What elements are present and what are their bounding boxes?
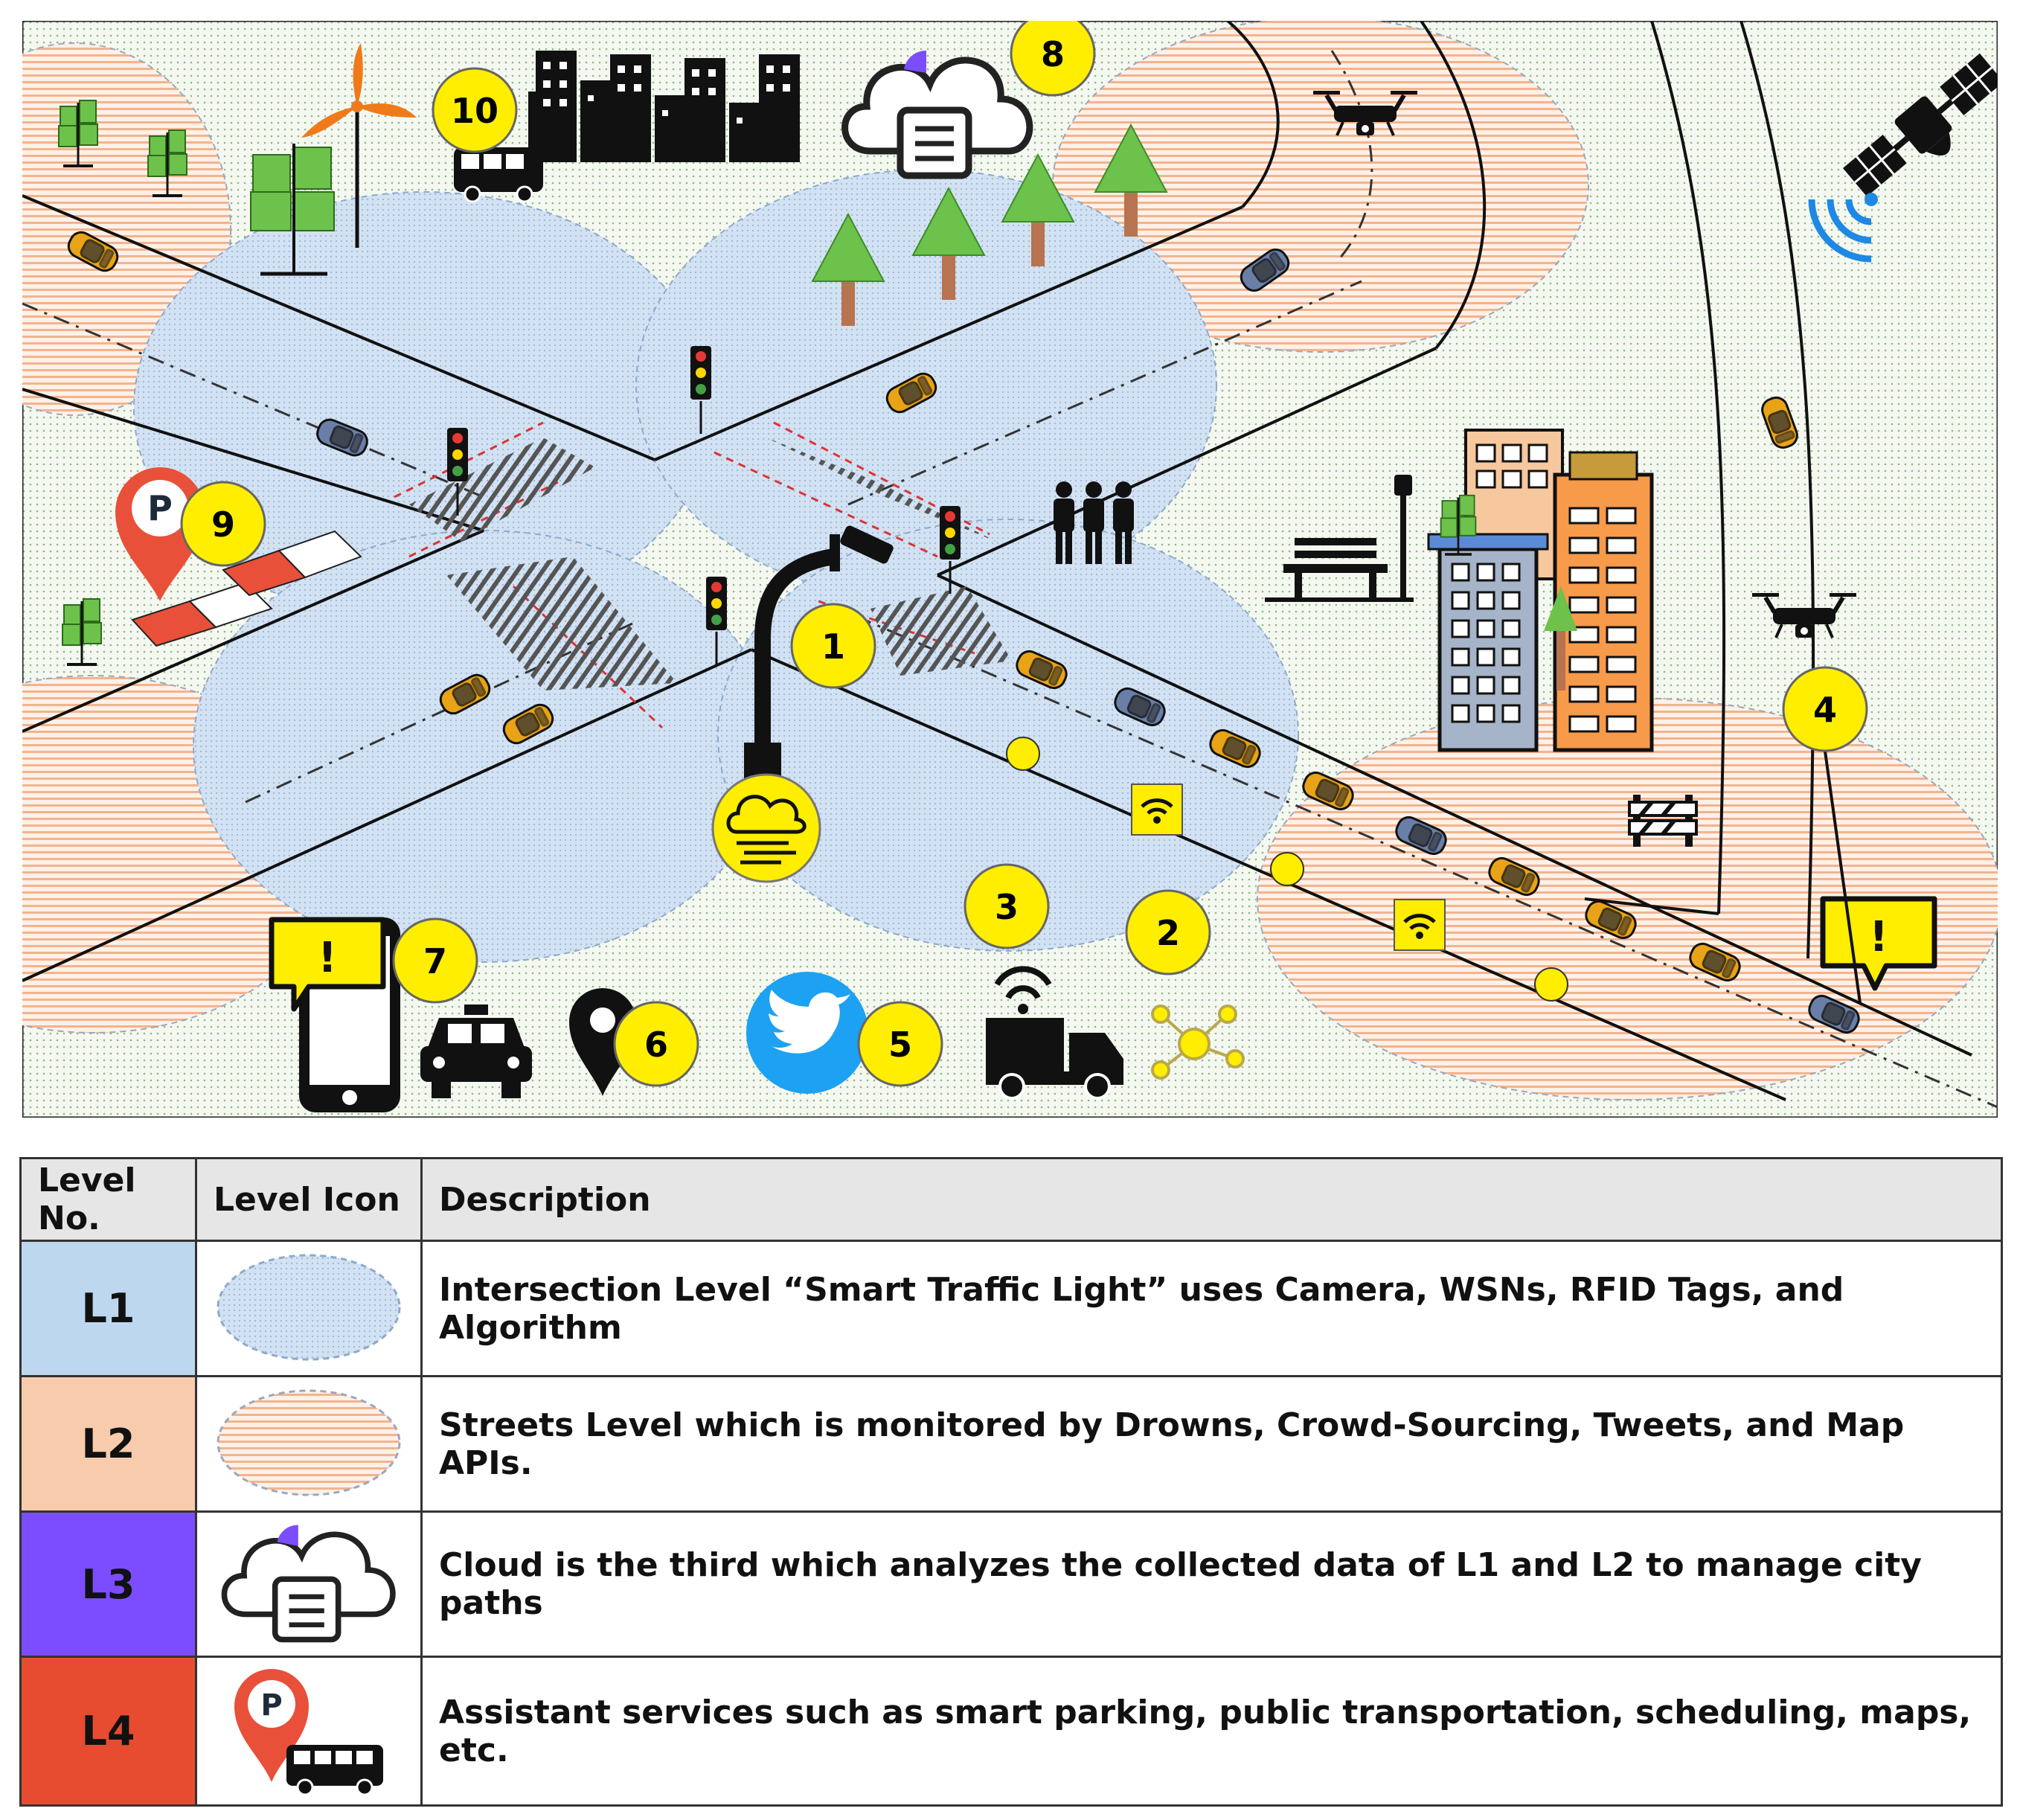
blue-dotted-ellipse-icon [217, 1254, 401, 1360]
legend-header-row: Level No. Level Icon Description [19, 1157, 2003, 1242]
bus-icon [454, 147, 543, 203]
level-icon-cell [195, 1375, 423, 1513]
badge-7: 7 [392, 917, 478, 1004]
alert-bubble-icon: ! [269, 917, 386, 1012]
satellite-icon [1843, 53, 1998, 197]
header-level-icon: Level Icon [195, 1157, 423, 1242]
parking-letter: P [147, 488, 173, 528]
orange-striped-ellipse-icon [217, 1389, 401, 1496]
legend-row-l2: L2 Streets Level which is monitored by D… [19, 1375, 2003, 1513]
svg-text:4: 4 [1813, 690, 1837, 730]
parking-pin-icon: P [115, 467, 205, 601]
level-icon-cell [195, 1510, 423, 1658]
legend-row-l3: L3 Cloud is the third which analyzes the… [19, 1510, 2003, 1658]
level-icon-cell: P [195, 1656, 423, 1807]
svg-text:3: 3 [995, 887, 1019, 927]
wifi-sensor-icon [1394, 900, 1445, 950]
svg-text:8: 8 [1041, 34, 1065, 74]
level-legend-table: Level No. Level Icon Description L1 Inte… [19, 1157, 2003, 1807]
badge-2: 2 [1125, 889, 1211, 975]
svg-text:9: 9 [211, 504, 235, 545]
header-level-no: Level No. [19, 1157, 197, 1242]
taxi-icon [420, 1004, 532, 1098]
level-number: L2 [19, 1375, 197, 1513]
cloud-icon [841, 50, 1033, 179]
level-description: Streets Level which is monitored by Drow… [420, 1375, 2003, 1513]
svg-text:2: 2 [1156, 913, 1180, 953]
road-barrier-icon [1628, 795, 1698, 847]
level-description: Intersection Level “Smart Traffic Light”… [420, 1240, 2003, 1377]
smart-city-scene: P [22, 21, 1998, 1118]
level-description: Cloud is the third which analyzes the co… [420, 1510, 2003, 1658]
wind-turbine-icon [301, 43, 417, 248]
buildings-icon [1427, 429, 1654, 752]
header-description: Description [420, 1157, 2003, 1242]
park-bench-icon [1265, 475, 1414, 602]
badge-4: 4 [1782, 666, 1868, 752]
level-number: L3 [19, 1510, 197, 1658]
alert-mark: ! [1869, 913, 1888, 961]
svg-text:7: 7 [423, 941, 447, 981]
network-api-icon [1151, 1004, 1245, 1080]
svg-text:5: 5 [888, 1025, 912, 1065]
trees [57, 99, 1167, 666]
level-number: L4 [19, 1656, 197, 1807]
badge-5: 5 [857, 1001, 943, 1087]
parking-letter: P [260, 1688, 282, 1723]
level-number: L1 [19, 1240, 197, 1377]
wifi-sensor-icon [1132, 784, 1182, 835]
legend-row-l1: L1 Intersection Level “Smart Traffic Lig… [19, 1240, 2003, 1377]
level-description: Assistant services such as smart parking… [420, 1656, 2003, 1807]
alert-bubble-icon: ! [1820, 896, 1937, 991]
badge-8: 8 [1010, 21, 1096, 97]
twitter-icon [746, 972, 868, 1094]
signal-waves-icon [1808, 193, 1878, 263]
badge-6: 6 [613, 1001, 699, 1087]
parking-bus-icon: P [234, 1668, 383, 1795]
location-pin-icon [569, 988, 636, 1096]
badge-10: 10 [432, 67, 518, 153]
city-skyline-icon [528, 51, 800, 162]
svg-text:6: 6 [644, 1025, 668, 1065]
connected-truck-icon [986, 966, 1123, 1100]
svg-text:1: 1 [821, 627, 845, 667]
svg-text:10: 10 [451, 91, 498, 131]
parking-spots [131, 530, 362, 647]
alert-mark: ! [318, 934, 337, 982]
number-badges: 1 2 3 4 5 6 7 8 9 10 [180, 21, 1868, 1087]
legend-row-l4: L4 P Assistant services such as smart pa… [19, 1656, 2003, 1807]
pedestrians-icon [1054, 481, 1134, 564]
rfid-sensor-dots [1006, 737, 1568, 1002]
weather-sensor-icon [711, 773, 821, 883]
cloud-icon [221, 1525, 396, 1643]
badge-3: 3 [963, 863, 1050, 949]
level-icon-cell [195, 1240, 423, 1377]
badge-1: 1 [790, 603, 876, 689]
badge-9: 9 [180, 481, 266, 567]
